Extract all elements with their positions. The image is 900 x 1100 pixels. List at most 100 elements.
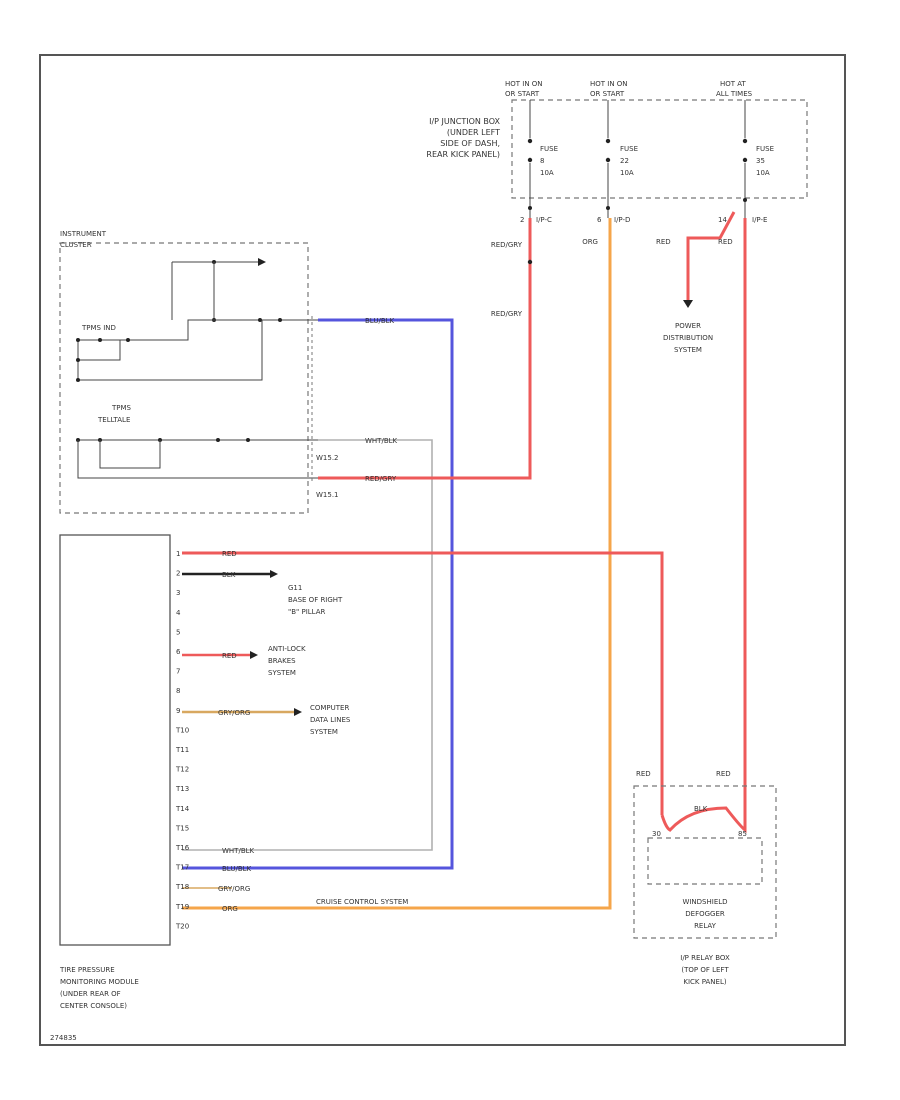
org-wire <box>182 218 612 910</box>
tpms-module-label: TIRE PRESSURE <box>59 966 115 974</box>
wire-label: BLK <box>222 571 236 579</box>
ground-label: BASE OF RIGHT <box>288 596 343 604</box>
connector-pin: 6 <box>597 216 602 224</box>
red-wire-pin1 <box>182 551 664 815</box>
connector-pin: 14 <box>718 216 727 224</box>
tpms-telltale-label: TELLTALE <box>97 416 130 424</box>
wire-label: GRY/ORG <box>218 885 250 893</box>
wire-label: ORG <box>582 238 598 246</box>
tpms-module-label: MONITORING MODULE <box>60 978 139 986</box>
computer-label: SYSTEM <box>310 728 338 736</box>
module-pin-number: 3 <box>176 589 180 597</box>
wire-label: RED/GRY <box>491 241 523 249</box>
wire-label: RED <box>716 770 731 778</box>
junction-box-label: I/P JUNCTION BOX (UNDER LEFT SIDE OF DAS… <box>426 117 500 159</box>
module-pin-number: 1 <box>176 550 180 558</box>
relay-red-jumper <box>660 806 747 834</box>
hot-label: OR START <box>505 90 540 98</box>
power-distribution-label: POWER <box>675 322 701 330</box>
tpms-ind-label: TPMS IND <box>81 324 116 332</box>
fuse-rating: 10A <box>756 169 770 177</box>
wire-label: RED/GRY <box>365 475 397 483</box>
wht-blk-wire <box>182 439 433 851</box>
module-pin-number: T13 <box>175 785 189 793</box>
wire-label: BLU/BLK <box>365 317 395 325</box>
power-distribution-arrow <box>683 300 693 308</box>
module-pin-number: 6 <box>176 648 181 656</box>
fuse-number: 22 <box>620 157 629 165</box>
blu-blk-wire <box>182 318 454 870</box>
relay-label: WINDSHIELD <box>682 898 727 906</box>
relay-label: DEFOGGER <box>685 910 725 918</box>
wire-label: RED <box>636 770 651 778</box>
fuse-rating: 10A <box>540 169 554 177</box>
tpms-module-pins: 123456789T10T11T12T13T14T15T16T17T18T19T… <box>175 550 190 930</box>
junction-box-label-line: (UNDER LEFT <box>447 128 500 137</box>
junction-box-label-line: I/P JUNCTION BOX <box>429 117 500 126</box>
wire-label: RED <box>656 238 671 246</box>
module-pin-number: T12 <box>175 766 189 774</box>
tpms-module-box <box>59 534 171 946</box>
module-pin-number: T11 <box>175 746 189 754</box>
cluster-outline <box>59 242 309 514</box>
module-pin-number: T17 <box>175 864 189 872</box>
connector-label: I/P-E <box>752 216 767 224</box>
relay-label: RELAY <box>694 922 717 930</box>
wire-label: RED <box>718 238 733 246</box>
computer-label: COMPUTER <box>310 704 349 712</box>
junction-box-label-line: REAR KICK PANEL) <box>426 150 500 159</box>
tpms-module-label: CENTER CONSOLE) <box>60 1002 127 1010</box>
module-pin-number: T10 <box>175 726 189 734</box>
relay-outline <box>647 837 763 885</box>
fuse-label: FUSE <box>620 145 638 153</box>
relay-box-label: (TOP OF LEFT <box>681 966 729 974</box>
ground-label: G11 <box>288 584 302 592</box>
fuse-label: FUSE <box>756 145 774 153</box>
wire-label: RED <box>222 550 237 558</box>
wire-label: BLU/BLK <box>222 865 252 873</box>
ground-arrow <box>270 570 278 578</box>
hot-label: HOT AT <box>720 80 747 88</box>
cluster-label: CLUSTER <box>60 241 92 249</box>
junction-box-label-line: SIDE OF DASH, <box>440 139 500 148</box>
relay-box-outline <box>633 785 777 939</box>
red-gry-wire <box>318 218 532 480</box>
relay-box-label: KICK PANEL) <box>683 978 726 986</box>
module-pin-number: T15 <box>175 824 189 832</box>
wire-label: GRY/ORG <box>218 709 250 717</box>
module-pin-number: T14 <box>175 805 190 813</box>
wire-label: RED/GRY <box>491 310 523 318</box>
wire-label: WHT/BLK <box>365 437 398 445</box>
hot-label: HOT IN ON <box>505 80 543 88</box>
connector-label: I/P-C <box>536 216 552 224</box>
module-pin-number: 2 <box>176 570 180 578</box>
module-pin-number: T20 <box>175 922 189 930</box>
cluster-label: INSTRUMENT <box>60 230 107 238</box>
wire-label: ORG <box>222 905 238 913</box>
module-pin-number: T19 <box>175 903 189 911</box>
relay-box-label: I/P RELAY BOX <box>680 954 730 962</box>
module-pin-number: 5 <box>176 628 180 636</box>
module-pin-number: 4 <box>176 609 181 617</box>
module-pin-number: T18 <box>175 883 189 891</box>
ground-label: "B" PILLAR <box>288 608 326 616</box>
cluster-pin: W15.2 <box>316 454 339 462</box>
module-pin-number: 9 <box>176 707 180 715</box>
tpms-module-label: (UNDER REAR OF <box>60 990 121 998</box>
abs-label: BRAKES <box>268 657 296 665</box>
fuse-rating: 10A <box>620 169 634 177</box>
computer-label: DATA LINES <box>310 716 351 724</box>
wire-label: BLK <box>694 805 708 813</box>
module-pin-number: 8 <box>176 687 180 695</box>
abs-label: ANTI-LOCK <box>268 645 306 653</box>
fuse-22: FUSE 22 10A <box>605 100 638 198</box>
abs-label: SYSTEM <box>268 669 296 677</box>
hot-label: ALL TIMES <box>716 90 753 98</box>
tpms-telltale-label: TPMS <box>111 404 132 412</box>
diagram-id: 274835 <box>50 1034 77 1042</box>
connector-pin: 2 <box>520 216 524 224</box>
power-distribution-label: SYSTEM <box>674 346 702 354</box>
fuse-label: FUSE <box>540 145 558 153</box>
wire-label: RED <box>222 652 237 660</box>
